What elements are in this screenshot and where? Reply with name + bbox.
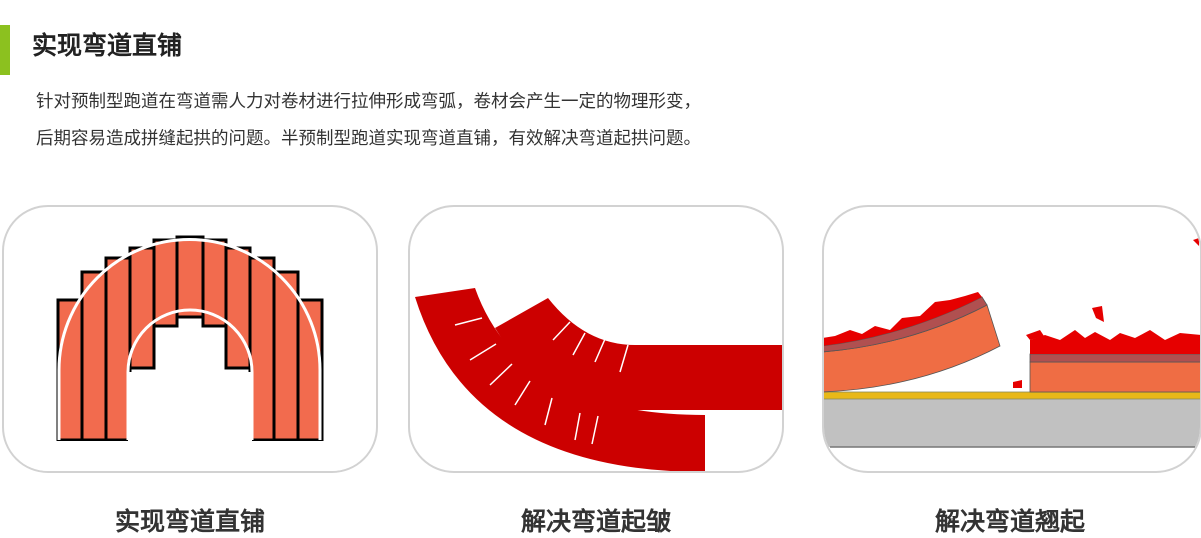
straight-laying-illustration-icon: [20, 235, 360, 471]
card-label-wrinkle: 解决弯道起皱: [520, 507, 671, 536]
card-warping: [822, 205, 1201, 473]
wrinkle-illustration-icon: [415, 288, 782, 471]
description-line-1: 针对预制型跑道在弯道需人力对卷材进行拉伸形成弯弧，卷材会产生一定的物理形变，: [36, 92, 701, 112]
card-label-warping: 解决弯道翘起: [934, 507, 1085, 536]
warping-illustration-icon: [824, 238, 1200, 448]
card-wrinkle: [408, 205, 784, 473]
card-straight-laying: [2, 205, 378, 473]
section-title: 实现弯道直铺: [32, 31, 183, 60]
accent-bar: [0, 25, 10, 75]
card-label-straight-laying: 实现弯道直铺: [114, 507, 265, 536]
description-line-2: 后期容易造成拼缝起拱的问题。半预制型跑道实现弯道直铺，有效解决弯道起拱问题。: [36, 129, 701, 149]
